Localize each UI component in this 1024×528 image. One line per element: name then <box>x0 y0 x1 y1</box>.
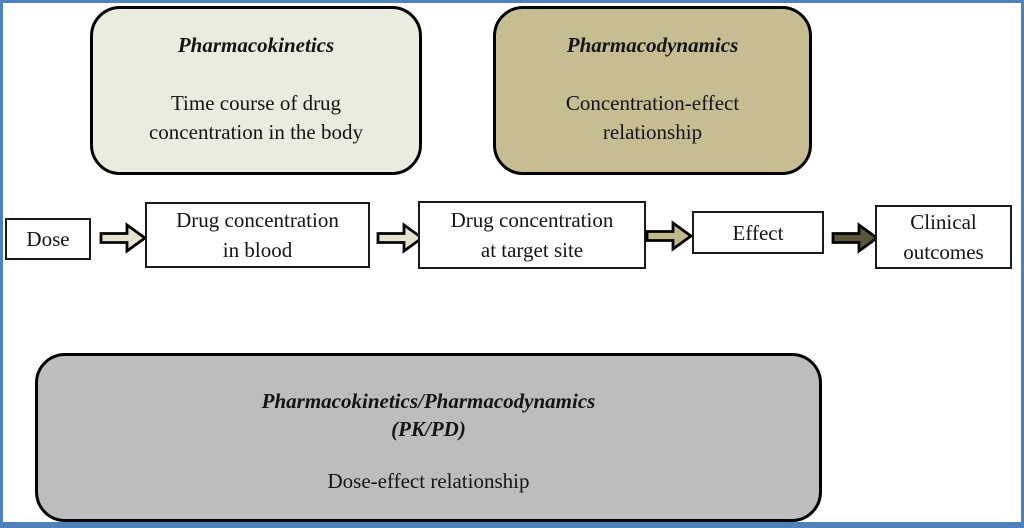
pharmacokinetics-box: Pharmacokinetics Time course of drug con… <box>90 6 422 175</box>
pkpd-title: Pharmacokinetics/Pharmacodynamics (PK/PD… <box>38 387 819 443</box>
pkpd-subtitle: (PK/PD) <box>391 417 466 441</box>
pharmacodynamics-description-line1: Concentration-effect <box>565 91 740 115</box>
right-arrow-icon <box>99 222 147 254</box>
dose-node: Dose <box>5 218 91 260</box>
blood-node-line2: in blood <box>222 238 293 262</box>
clinical-node-line2: outcomes <box>903 240 984 264</box>
drug-concentration-in-blood-node: Drug concentration in blood <box>145 202 370 268</box>
right-arrow-icon <box>645 220 693 252</box>
drug-concentration-at-target-site-node: Drug concentration at target site <box>418 201 646 269</box>
effect-label: Effect <box>732 220 784 245</box>
pharmacokinetics-description: Time course of drug concentration in the… <box>93 89 419 147</box>
target-node-line2: at target site <box>480 238 584 262</box>
pkpd-description: Dose-effect relationship <box>327 469 530 493</box>
pharmacodynamics-description-line2: relationship <box>602 120 703 144</box>
pkpd-combined-box: Pharmacokinetics/Pharmacodynamics (PK/PD… <box>35 353 822 522</box>
dose-label: Dose <box>26 227 70 251</box>
clinical-outcomes-node: Clinical outcomes <box>875 205 1012 269</box>
pharmacodynamics-title: Pharmacodynamics <box>566 33 739 57</box>
target-node-line1: Drug concentration <box>450 208 614 232</box>
right-arrow-icon <box>831 222 879 254</box>
pkpd-title-line: Pharmacokinetics/Pharmacodynamics <box>261 389 596 413</box>
pharmacokinetics-title: Pharmacokinetics <box>177 33 335 57</box>
pharmacokinetics-description-line1: Time course of drug <box>170 91 342 115</box>
pharmacodynamics-description: Concentration-effect relationship <box>496 89 809 147</box>
clinical-node-line1: Clinical <box>910 210 977 234</box>
effect-node: Effect <box>692 211 824 254</box>
pharmacodynamics-box: Pharmacodynamics Concentration-effect re… <box>493 6 812 175</box>
pharmacokinetics-description-line2: concentration in the body <box>148 120 364 144</box>
blood-node-line1: Drug concentration <box>176 208 339 232</box>
right-arrow-icon <box>376 222 424 254</box>
